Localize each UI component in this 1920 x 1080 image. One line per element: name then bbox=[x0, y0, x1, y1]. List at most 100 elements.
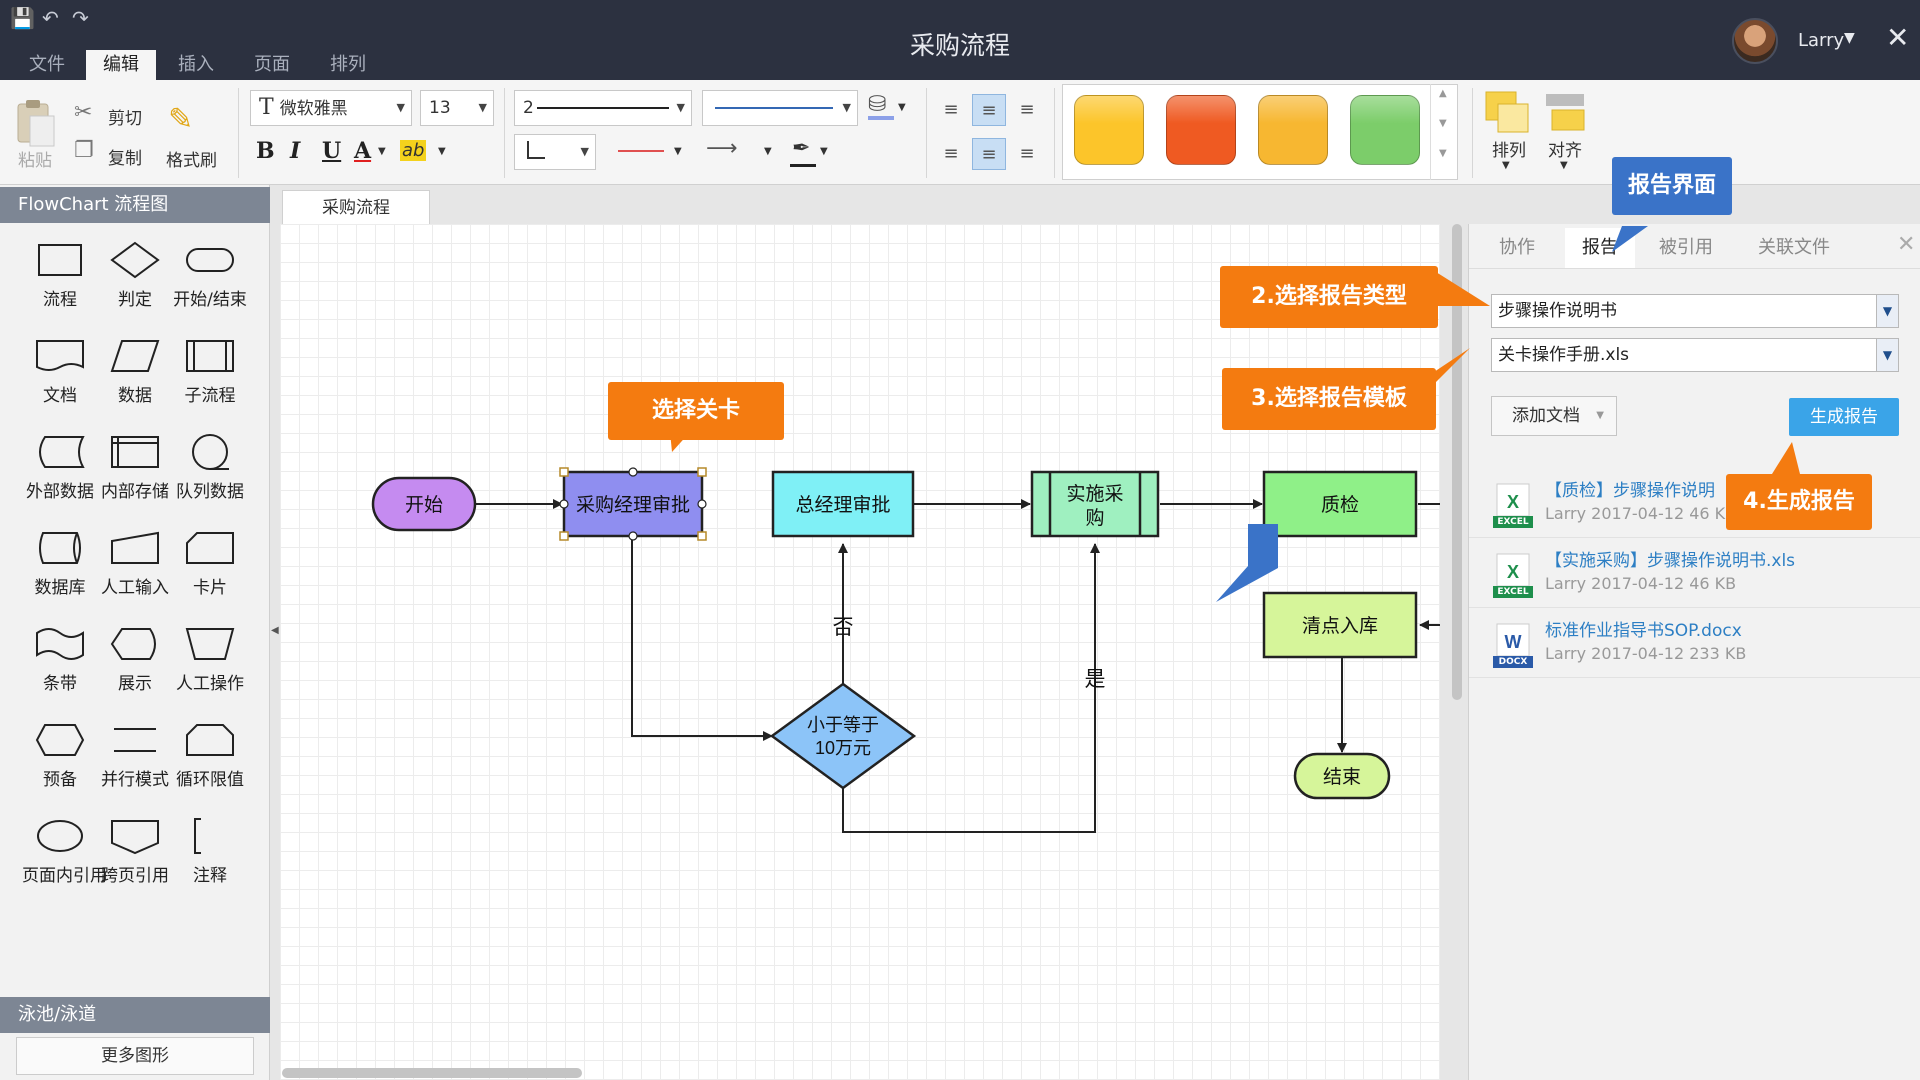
tab-arrange[interactable]: 排列 bbox=[330, 54, 366, 75]
chevron-down-icon[interactable]: ▼ bbox=[820, 146, 828, 157]
style-swatch[interactable] bbox=[1258, 95, 1328, 165]
diagram-canvas[interactable]: 开始 采购经理审批 总经理审批 实施采 购 质检 清点入库 结束 小于等于 10… bbox=[280, 224, 1440, 1080]
file-name[interactable]: 【质检】步骤操作说明 bbox=[1545, 481, 1715, 501]
shape-terminator[interactable]: 开始/结束 bbox=[172, 239, 248, 335]
cut-label[interactable]: 剪切 bbox=[108, 109, 142, 129]
shape-on-page-reference[interactable]: 页面内引用 bbox=[22, 815, 107, 911]
shape-manual-operation[interactable]: 人工操作 bbox=[172, 623, 248, 719]
report-type-select[interactable]: 步骤操作说明书 ▼ bbox=[1491, 294, 1899, 328]
format-brush-icon[interactable]: ✎ bbox=[168, 102, 194, 137]
shape-loop-limit[interactable]: 循环限值 bbox=[172, 719, 248, 815]
shape-library-header[interactable]: FlowChart 流程图 bbox=[0, 187, 270, 223]
tab-insert[interactable]: 插入 bbox=[178, 54, 214, 75]
line-style-select[interactable]: ▼ bbox=[702, 90, 858, 126]
align-label[interactable]: 对齐 bbox=[1548, 141, 1582, 161]
chevron-up-icon[interactable]: ▲ bbox=[1439, 88, 1447, 99]
scissors-icon[interactable]: ✂ bbox=[74, 100, 93, 125]
shape-decision[interactable]: 判定 bbox=[97, 239, 173, 335]
align-left-icon[interactable]: ≡ bbox=[943, 99, 959, 120]
arrow-end-icon[interactable]: ⟶ bbox=[706, 136, 738, 161]
more-shapes-button[interactable]: 更多图形 bbox=[16, 1037, 254, 1075]
shape-preparation[interactable]: 预备 bbox=[22, 719, 98, 815]
chevron-down-icon[interactable]: ▼ bbox=[674, 146, 682, 157]
node-manager-approval[interactable] bbox=[562, 470, 704, 538]
report-template-select[interactable]: 关卡操作手册.xls ▼ bbox=[1491, 338, 1899, 372]
bold-button[interactable]: B bbox=[256, 138, 275, 164]
style-swatch[interactable] bbox=[1166, 95, 1236, 165]
style-swatch[interactable] bbox=[1350, 95, 1420, 165]
node-implement[interactable] bbox=[1030, 470, 1160, 538]
align-middle-icon[interactable]: ≡ bbox=[972, 138, 1006, 170]
shape-card[interactable]: 卡片 bbox=[172, 527, 248, 623]
pool-lane-header[interactable]: 泳池/泳道 bbox=[0, 997, 270, 1033]
document-tab[interactable]: 采购流程 bbox=[282, 190, 430, 224]
line-start-style[interactable] bbox=[618, 150, 664, 152]
style-swatch[interactable] bbox=[1074, 95, 1144, 165]
tab-collaborate[interactable]: 协作 bbox=[1499, 237, 1535, 258]
collapse-left-icon[interactable]: ◀ bbox=[271, 625, 279, 636]
user-name[interactable]: Larry bbox=[1798, 30, 1845, 51]
fill-bucket-icon[interactable]: ⛁ bbox=[868, 92, 887, 117]
shape-database[interactable]: 数据库 bbox=[22, 527, 98, 623]
chevron-down-icon[interactable]: ▼ bbox=[378, 146, 386, 157]
close-icon[interactable]: ✕ bbox=[1897, 232, 1916, 257]
tab-edit[interactable]: 编辑 bbox=[86, 50, 156, 80]
align-center-icon[interactable]: ≡ bbox=[972, 94, 1006, 126]
chevron-down-icon[interactable]: ▼ bbox=[764, 146, 772, 157]
add-document-button[interactable]: 添加文档 ▼ bbox=[1491, 396, 1617, 436]
align-right-icon[interactable]: ≡ bbox=[1019, 99, 1035, 120]
node-decision[interactable] bbox=[769, 682, 917, 790]
shape-queue-data[interactable]: 队列数据 bbox=[172, 431, 248, 527]
shape-data[interactable]: 数据 bbox=[97, 335, 173, 431]
tab-report[interactable]: 报告 bbox=[1565, 228, 1635, 268]
undo-icon[interactable]: ↶ bbox=[42, 6, 59, 30]
underline-button[interactable]: U bbox=[322, 138, 342, 164]
node-end[interactable] bbox=[1293, 752, 1391, 800]
chevron-down-icon[interactable]: ▼ bbox=[898, 102, 906, 113]
arrange-label[interactable]: 排列 bbox=[1492, 141, 1526, 161]
redo-icon[interactable]: ↷ bbox=[72, 6, 89, 30]
shape-internal-storage[interactable]: 内部存储 bbox=[97, 431, 173, 527]
italic-button[interactable]: I bbox=[290, 138, 301, 164]
horizontal-scrollbar[interactable] bbox=[282, 1068, 582, 1078]
node-qc[interactable] bbox=[1262, 470, 1418, 538]
more-icon[interactable]: ▼ bbox=[1439, 148, 1447, 159]
paste-icon[interactable] bbox=[14, 98, 58, 148]
align-bottom-icon[interactable]: ≡ bbox=[1019, 143, 1035, 164]
tab-file[interactable]: 文件 bbox=[29, 54, 65, 75]
node-gm-approval[interactable] bbox=[771, 470, 915, 538]
highlight-icon[interactable]: ab bbox=[400, 140, 427, 161]
file-name[interactable]: 【实施采购】步骤操作说明书.xls bbox=[1545, 551, 1796, 571]
format-brush-label[interactable]: 格式刷 bbox=[166, 151, 217, 171]
tab-related-files[interactable]: 关联文件 bbox=[1758, 237, 1830, 258]
shape-process[interactable]: 流程 bbox=[22, 239, 98, 335]
chevron-down-icon[interactable]: ▼ bbox=[438, 146, 446, 157]
line-width-select[interactable]: 2 ▼ bbox=[514, 90, 692, 126]
gallery-scroll[interactable]: ▲ ▼ ▼ bbox=[1430, 84, 1458, 180]
shape-annotation[interactable]: 注释 bbox=[172, 815, 248, 911]
chevron-down-icon[interactable]: ▼ bbox=[1844, 30, 1855, 46]
save-icon[interactable]: 💾 bbox=[10, 6, 35, 30]
generate-report-button[interactable]: 生成报告 bbox=[1789, 398, 1899, 436]
selection-handles[interactable] bbox=[559, 467, 707, 541]
font-size-select[interactable]: 13▼ bbox=[420, 90, 494, 126]
file-name[interactable]: 标准作业指导书SOP.docx bbox=[1545, 621, 1742, 641]
align-top-icon[interactable]: ≡ bbox=[943, 143, 959, 164]
paste-label[interactable]: 粘贴 bbox=[18, 151, 52, 171]
font-color-button[interactable]: A bbox=[354, 138, 372, 164]
shape-external-data[interactable]: 外部数据 bbox=[22, 431, 98, 527]
node-stock-in[interactable] bbox=[1262, 591, 1418, 659]
chevron-down-icon[interactable]: ▼ bbox=[1560, 160, 1568, 171]
node-start[interactable] bbox=[371, 476, 477, 532]
chevron-down-icon[interactable]: ▼ bbox=[1439, 118, 1447, 129]
align-shapes-icon[interactable] bbox=[1542, 90, 1588, 134]
tab-referenced[interactable]: 被引用 bbox=[1659, 237, 1713, 258]
shape-document[interactable]: 文档 bbox=[22, 335, 98, 431]
arrange-icon[interactable] bbox=[1484, 90, 1530, 134]
tab-page[interactable]: 页面 bbox=[254, 54, 290, 75]
close-icon[interactable]: ✕ bbox=[1886, 21, 1910, 54]
